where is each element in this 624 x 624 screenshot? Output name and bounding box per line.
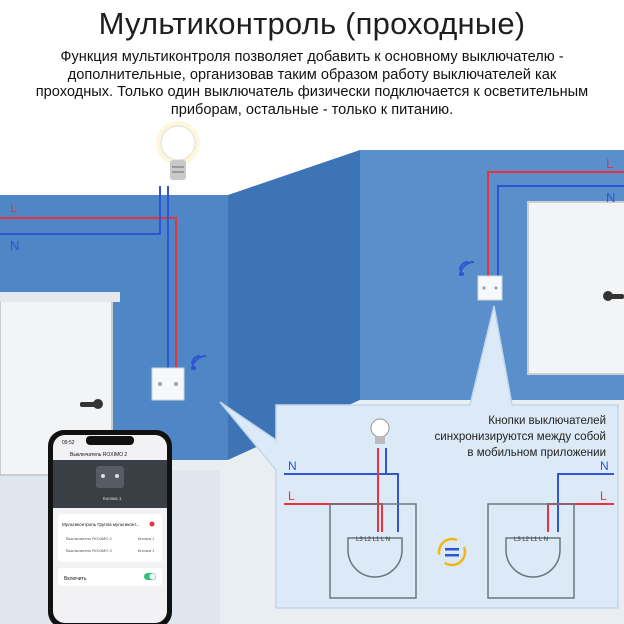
neutral-wire-callout-right [557, 473, 614, 532]
key-dot [115, 474, 119, 478]
middle-wall [228, 150, 360, 460]
description-line: приборам, остальные - только к питанию. [170, 101, 454, 118]
neutral-wire-right [497, 185, 624, 276]
device-key [96, 466, 124, 488]
left-door-lock [93, 399, 103, 409]
description-line: проходных. Только один выключатель физич… [35, 84, 589, 100]
terminal-labels-right: L3 L2 L1 L N [514, 537, 548, 543]
phone: 09:52 Выключатель ROXIMO 2 Кнопка 1 Муль… [48, 430, 172, 624]
light-bulb-icon [156, 121, 200, 180]
page-title: Мультиконтроль (проходные) [98, 6, 526, 41]
left-switch-dot [174, 382, 178, 386]
sync-arrows-icon [437, 537, 467, 567]
neutral-label-callout: N [288, 459, 297, 473]
line-wire-right [487, 171, 624, 276]
right-switch-dot [494, 286, 498, 290]
switch-mechanism-left [347, 537, 403, 578]
toggle-knob [149, 573, 156, 580]
line-label-right: L [606, 156, 613, 171]
neutral-label-left: N [10, 238, 19, 253]
neutral-label-right: N [606, 190, 615, 205]
group-card [58, 514, 162, 562]
group-row-device: Выключатель ROXIMO 3 [66, 548, 113, 553]
callout-text-line: Кнопки выключателей [488, 415, 606, 427]
toggle-label: Включить [64, 576, 87, 582]
left-switch [151, 367, 185, 401]
left-door-frame [0, 292, 120, 302]
right-door [527, 201, 624, 375]
light-bulb-icon [370, 418, 390, 444]
group-row-key: Кнопка 1 [138, 536, 155, 541]
description: Функция мультиконтроля позволяет добавит… [10, 49, 614, 119]
group-title[interactable]: Мультиконтроль Группа мультиконт... [62, 522, 140, 527]
neutral-label-callout-right: N [600, 459, 609, 473]
line-wire-left [0, 217, 177, 368]
switch-plate-left [329, 503, 417, 599]
device-key-label: Кнопка 1 [103, 496, 122, 501]
phone-header: Выключатель ROXIMO 2 [70, 452, 127, 458]
right-switch [477, 275, 503, 301]
neutral-wire-left [0, 186, 161, 235]
neutral-wire-callout [284, 473, 399, 532]
right-door-lock [603, 291, 613, 301]
wifi-icon [191, 355, 207, 371]
line-label-left: L [10, 200, 17, 215]
line-label-callout-right: L [600, 489, 607, 503]
line-label-callout: L [288, 489, 295, 503]
wifi-icon [459, 261, 475, 277]
toggle-card [58, 568, 162, 586]
group-row-key: Кнопка 1 [138, 548, 155, 553]
key-dot [101, 474, 105, 478]
callout-text-line: синхронизируются между собой [435, 431, 606, 443]
switch-plate-right [487, 503, 575, 599]
callout-text-line: в мобильном приложении [467, 447, 606, 459]
description-line: Функция мультиконтроля позволяет добавит… [60, 49, 564, 65]
phone-time: 09:52 [62, 440, 75, 446]
description-line: дополнительные, организовав таким образо… [67, 66, 557, 83]
callout-box [219, 305, 619, 609]
left-switch-dot [158, 382, 162, 386]
switch-mechanism-right [505, 537, 561, 578]
group-row-device: Выключатель ROXIMO 2 [66, 536, 113, 541]
remove-icon[interactable] [149, 521, 155, 527]
terminal-labels-left: L3 L2 L1 L N [356, 537, 390, 543]
right-switch-dot [482, 286, 486, 290]
